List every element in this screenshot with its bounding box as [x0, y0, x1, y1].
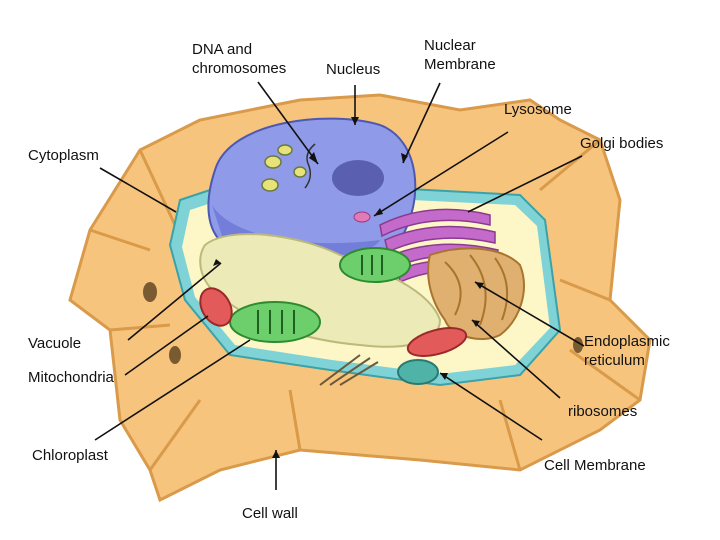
- label-cell-wall: Cell wall: [242, 505, 298, 522]
- label-nuclear-membrane: Nuclear Membrane: [424, 37, 496, 73]
- chloroplast-upper: [339, 247, 411, 283]
- label-lysosome: Lysosome: [504, 101, 572, 118]
- label-vacuole: Vacuole: [28, 335, 82, 352]
- label-golgi-bodies: Golgi bodies: [580, 135, 664, 152]
- lysosome: [353, 211, 371, 223]
- label-mitochondria: Mitochondria: [28, 369, 114, 386]
- chloroplast-group: [229, 247, 411, 343]
- wall-pits: [143, 282, 583, 364]
- dna-strand: [304, 143, 316, 189]
- chromosomes: [261, 144, 307, 192]
- label-nucleus: Nucleus: [326, 61, 381, 78]
- label-dna-chromosomes: DNA and chromosomes: [192, 41, 287, 77]
- label-cell-membrane: Cell Membrane: [544, 457, 646, 474]
- nucleolus: [332, 160, 384, 196]
- wall-segment-lines: [89, 138, 641, 471]
- label-chloroplast: Chloroplast: [32, 447, 108, 464]
- label-cytoplasm: Cytoplasm: [28, 147, 99, 164]
- mitochondrion-right: [406, 327, 468, 357]
- chloroplast-lower: [229, 301, 321, 343]
- ribosome-body: [397, 359, 439, 385]
- label-ribosomes: ribosomes: [568, 403, 638, 420]
- label-endoplasmic-reticulum: Endoplasmic reticulum: [584, 333, 670, 369]
- thylakoid-stacks: [257, 255, 383, 334]
- cytoskeleton: [319, 354, 379, 386]
- pointer-heads: [213, 117, 484, 458]
